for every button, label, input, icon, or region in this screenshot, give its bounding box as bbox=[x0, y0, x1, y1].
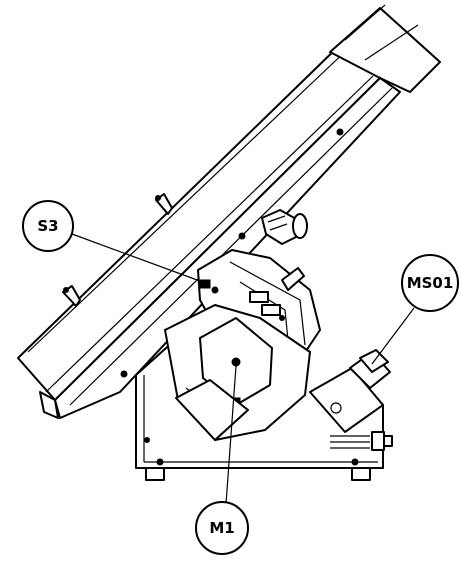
callout-s3: S3 bbox=[22, 200, 209, 285]
callout-circle-m1 bbox=[195, 501, 249, 555]
callout-circle-ms01 bbox=[401, 254, 459, 312]
base-frame bbox=[135, 339, 384, 481]
conveyor-body bbox=[17, 4, 441, 419]
motor-m1 bbox=[164, 304, 311, 441]
switch-ms01 bbox=[309, 349, 391, 433]
tension-knob bbox=[261, 209, 308, 245]
callout-label-s3: S3 bbox=[37, 217, 58, 235]
adjust-knob-upper bbox=[155, 193, 173, 215]
callout-m1: M1 bbox=[195, 365, 249, 555]
callout-ms01: MS01 bbox=[371, 254, 459, 365]
callout-label-ms01: MS01 bbox=[407, 274, 454, 292]
leader-line-ms01 bbox=[371, 307, 415, 365]
cable-gland bbox=[330, 431, 393, 451]
adjust-knob-lower bbox=[62, 285, 81, 307]
callout-label-m1: M1 bbox=[209, 519, 234, 537]
callout-circle-s3 bbox=[22, 200, 74, 252]
leader-line-m1 bbox=[225, 365, 237, 505]
leader-line-s3 bbox=[71, 233, 209, 285]
